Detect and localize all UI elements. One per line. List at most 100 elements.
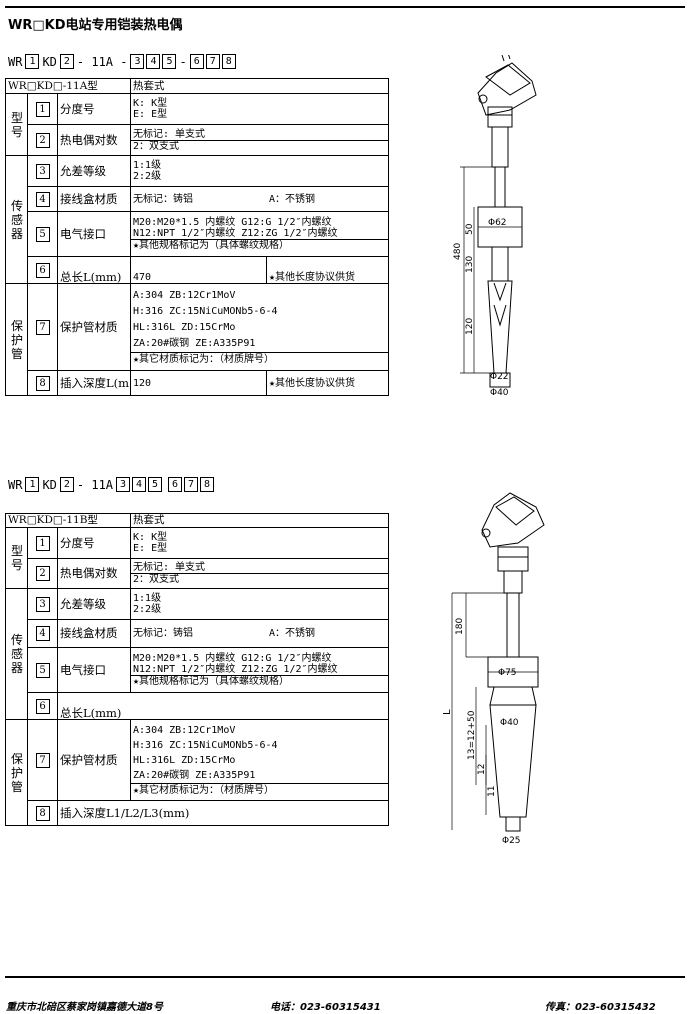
row-number: 3 xyxy=(27,155,58,187)
dim-b: 13=12+50 xyxy=(467,710,477,760)
code-text: WR xyxy=(8,477,23,492)
row-name: 分度号 xyxy=(56,93,132,125)
bottom-rule xyxy=(5,976,685,978)
row-options: 120★其他长度协议供货 xyxy=(130,370,389,396)
dim-b: 130 xyxy=(465,256,475,273)
drawing-a: 480 50 130 120 Φ62 Φ22 Φ40 xyxy=(453,55,537,398)
dimension-lines xyxy=(460,166,522,374)
dim-total: 480 xyxy=(453,243,463,260)
code-box: 6 xyxy=(168,477,183,492)
row-number: 5 xyxy=(27,647,58,693)
dia-bot: Φ40 xyxy=(490,388,509,398)
code-text: - xyxy=(179,54,187,69)
row-name: 总长L(mm) xyxy=(56,256,132,284)
row-number: 4 xyxy=(27,619,58,648)
row-name: 插入深度L(m xyxy=(56,370,132,396)
dia-mid: Φ40 xyxy=(500,718,519,728)
dia-mid: Φ22 xyxy=(490,372,509,382)
row-number: 2 xyxy=(27,124,58,156)
dia-bot: Φ25 xyxy=(502,836,521,846)
dim-c: 120 xyxy=(465,318,475,335)
group-tube: 保护管 xyxy=(5,283,28,396)
table-head-left: WR□KD□-11B型 xyxy=(4,513,132,528)
row-name: 允差等级 xyxy=(56,155,132,187)
code-box: 1 xyxy=(25,54,40,69)
group-model: 型号 xyxy=(5,93,28,156)
table-head-right: 热套式 xyxy=(130,513,389,528)
row-number: 8 xyxy=(27,800,58,826)
group-model: 型号 xyxy=(5,527,28,589)
row-number: 1 xyxy=(27,93,58,125)
terminal-head xyxy=(477,55,537,128)
row-name: 保护管材质 xyxy=(56,719,132,801)
group-tube: 保护管 xyxy=(5,719,28,826)
dim-c: 12 xyxy=(477,764,487,775)
row-number: 2 xyxy=(27,558,58,589)
page-title: WR□KD电站专用铠装热电偶 xyxy=(8,18,183,33)
dim-L: L xyxy=(442,709,453,715)
row-name: 热电偶对数 xyxy=(56,558,132,589)
row-name: 允差等级 xyxy=(56,588,132,620)
code-box: 5 xyxy=(162,54,177,69)
row-number: 4 xyxy=(27,186,58,212)
code-box: 3 xyxy=(116,477,131,492)
group-sensor: 传感器 xyxy=(5,155,28,284)
row-number: 7 xyxy=(27,283,58,371)
terminal-head xyxy=(481,492,545,572)
row-number: 8 xyxy=(27,370,58,396)
code-box: 3 xyxy=(130,54,145,69)
dim-a: 180 xyxy=(455,618,465,635)
row-name: 接线盒材质 xyxy=(56,186,132,212)
dia-top: Φ62 xyxy=(488,218,507,228)
group-sensor: 传感器 xyxy=(5,588,28,720)
drawing-b: 180 L 13=12+50 12 11 Φ75 Φ40 Φ25 xyxy=(442,492,545,846)
row-number: 5 xyxy=(27,211,58,257)
row-options: 470★其他长度协议供货 xyxy=(130,256,389,284)
code-box: 7 xyxy=(184,477,199,492)
dim-d: 11 xyxy=(487,786,497,797)
row-name: 总长L(mm) xyxy=(57,692,389,720)
code-box: 4 xyxy=(146,54,161,69)
code-box: 2 xyxy=(59,54,74,69)
row-name: 分度号 xyxy=(56,527,132,559)
code-box: 6 xyxy=(189,54,204,69)
row-name: 接线盒材质 xyxy=(56,619,132,648)
code-box: 5 xyxy=(148,477,163,492)
row-number: 1 xyxy=(27,527,58,559)
dim-a: 50 xyxy=(465,223,475,235)
row-name: 保护管材质 xyxy=(56,283,132,371)
row-number: 6 xyxy=(27,692,58,720)
table-head-left: WR□KD□-11A型 xyxy=(4,78,132,94)
row-name: 插入深度L1/L2/L3(mm) xyxy=(57,800,389,826)
code-box: 7 xyxy=(205,54,220,69)
code-text: WR xyxy=(8,54,23,69)
footer-fax: 传真：023-60315432 xyxy=(545,1002,656,1013)
row-name: 电气接口 xyxy=(56,647,132,693)
dia-top: Φ75 xyxy=(498,668,517,678)
code-box: 4 xyxy=(132,477,147,492)
code-box: 8 xyxy=(200,477,215,492)
sensor-body xyxy=(477,126,523,388)
code-text: KD xyxy=(42,54,57,69)
footer-phone: 电话：023-60315431 xyxy=(270,1002,381,1013)
code-box: 1 xyxy=(25,477,40,492)
dimension-lines xyxy=(451,592,538,830)
code-box: 8 xyxy=(221,54,236,69)
code-text: - 11A xyxy=(76,477,114,492)
